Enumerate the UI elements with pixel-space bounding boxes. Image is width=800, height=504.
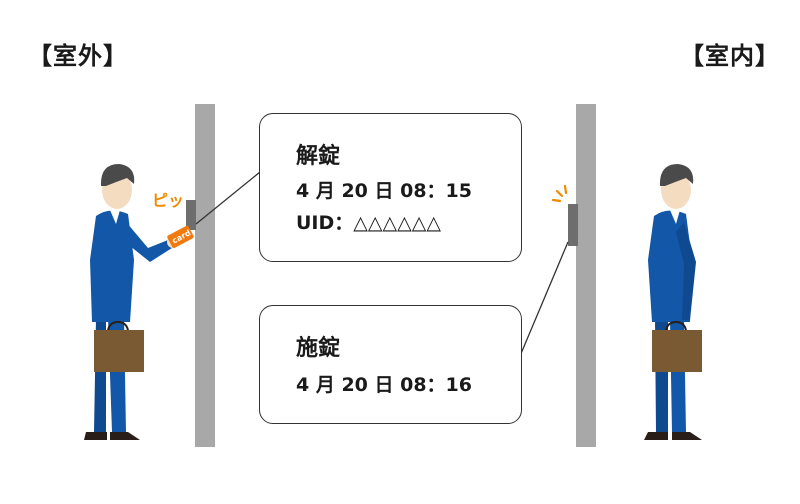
id-card: card (167, 225, 194, 248)
lock-log-box: 施錠 4 月 20 日 08：16 (259, 305, 522, 424)
connector-line-lock (519, 241, 569, 357)
card-reader-outside (186, 200, 196, 230)
lock-title: 施錠 (296, 336, 341, 361)
briefcase-inside (652, 330, 702, 372)
briefcase-outside (94, 330, 144, 372)
beep-sound-label: ピッ (152, 191, 185, 210)
unlock-log-box: 解錠 4 月 20 日 08：15 UID：△△△△△△ (259, 113, 522, 262)
wall-left (195, 104, 215, 447)
outside-label: 【室外】 (28, 42, 128, 70)
person-inside (644, 164, 702, 440)
unlock-time: 4 月 20 日 08：15 (296, 180, 473, 202)
person-outside: card (84, 164, 194, 440)
card-reader-inside (568, 204, 578, 246)
inside-label: 【室内】 (680, 42, 780, 70)
unlock-title: 解錠 (296, 144, 341, 169)
wall-right (576, 104, 596, 447)
beep-marks (551, 184, 568, 203)
lock-time: 4 月 20 日 08：16 (296, 374, 473, 396)
unlock-uid: UID：△△△△△△ (296, 212, 441, 234)
connector-line-unlock (195, 171, 261, 225)
